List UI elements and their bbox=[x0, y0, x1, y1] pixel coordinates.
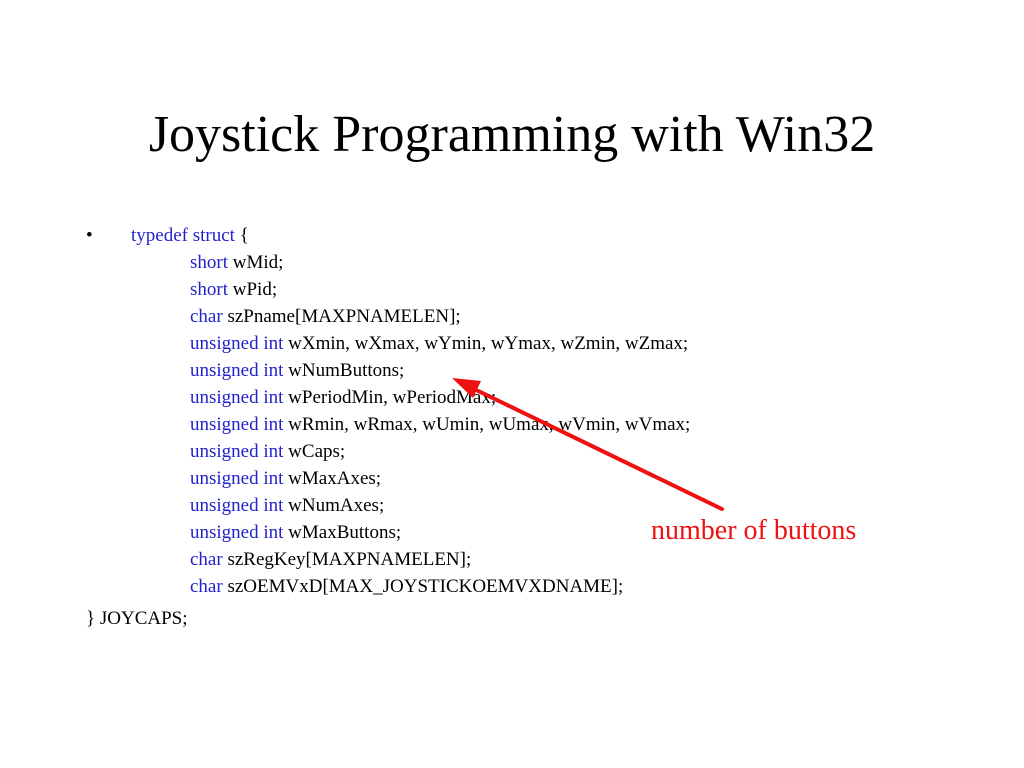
member-declaration: wXmin, wXmax, wYmin, wYmax, wZmin, wZmax… bbox=[283, 333, 689, 354]
struct-member-line: unsigned int wPeriodMin, wPeriodMax; bbox=[190, 384, 496, 411]
struct-open-line: typedef struct { bbox=[131, 222, 249, 249]
member-type-keyword: unsigned int bbox=[190, 495, 284, 516]
struct-member-line: unsigned int wMaxButtons; bbox=[190, 519, 401, 546]
struct-member-line: unsigned int wNumButtons; bbox=[190, 357, 404, 384]
member-declaration: szOEMVxD[MAX_JOYSTICKOEMVXDNAME]; bbox=[222, 576, 624, 597]
member-type-keyword: unsigned int bbox=[190, 387, 284, 408]
struct-member-line: char szRegKey[MAXPNAMELEN]; bbox=[190, 546, 471, 573]
typedef-struct-keyword: typedef struct bbox=[131, 225, 235, 246]
open-brace: { bbox=[234, 225, 249, 246]
member-declaration: wPid; bbox=[228, 279, 278, 300]
slide-title: Joystick Programming with Win32 bbox=[148, 106, 876, 163]
struct-member-line: unsigned int wXmin, wXmax, wYmin, wYmax,… bbox=[190, 330, 688, 357]
member-type-keyword: char bbox=[190, 549, 223, 570]
struct-member-line: unsigned int wNumAxes; bbox=[190, 492, 384, 519]
struct-member-line: unsigned int wRmin, wRmax, wUmin, wUmax,… bbox=[190, 411, 690, 438]
member-type-keyword: unsigned int bbox=[190, 441, 284, 462]
member-declaration: wRmin, wRmax, wUmin, wUmax, wVmin, wVmax… bbox=[283, 414, 691, 435]
bullet-marker: • bbox=[86, 225, 93, 246]
struct-member-line: unsigned int wMaxAxes; bbox=[190, 465, 381, 492]
member-declaration: wPeriodMin, wPeriodMax; bbox=[283, 387, 497, 408]
struct-member-line: char szOEMVxD[MAX_JOYSTICKOEMVXDNAME]; bbox=[190, 573, 623, 600]
member-declaration: szPname[MAXPNAMELEN]; bbox=[222, 306, 461, 327]
member-type-keyword: unsigned int bbox=[190, 333, 284, 354]
struct-member-line: unsigned int wCaps; bbox=[190, 438, 345, 465]
member-type-keyword: unsigned int bbox=[190, 522, 284, 543]
struct-member-line: char szPname[MAXPNAMELEN]; bbox=[190, 303, 461, 330]
member-declaration: wNumButtons; bbox=[283, 360, 405, 381]
member-type-keyword: unsigned int bbox=[190, 414, 284, 435]
struct-close-line: } JOYCAPS; bbox=[86, 608, 188, 629]
struct-member-line: short wPid; bbox=[190, 276, 277, 303]
member-type-keyword: short bbox=[190, 279, 228, 300]
member-declaration: wNumAxes; bbox=[283, 495, 385, 516]
member-declaration: wMid; bbox=[228, 252, 284, 273]
annotation-label: number of buttons bbox=[651, 515, 857, 546]
member-type-keyword: unsigned int bbox=[190, 360, 284, 381]
member-declaration: wMaxAxes; bbox=[283, 468, 382, 489]
struct-member-line: short wMid; bbox=[190, 249, 283, 276]
member-type-keyword: char bbox=[190, 306, 223, 327]
member-type-keyword: char bbox=[190, 576, 223, 597]
member-declaration: wMaxButtons; bbox=[283, 522, 402, 543]
member-type-keyword: short bbox=[190, 252, 228, 273]
arrow-shaft bbox=[468, 385, 724, 511]
member-declaration: wCaps; bbox=[283, 441, 346, 462]
member-type-keyword: unsigned int bbox=[190, 468, 284, 489]
member-declaration: szRegKey[MAXPNAMELEN]; bbox=[222, 549, 472, 570]
